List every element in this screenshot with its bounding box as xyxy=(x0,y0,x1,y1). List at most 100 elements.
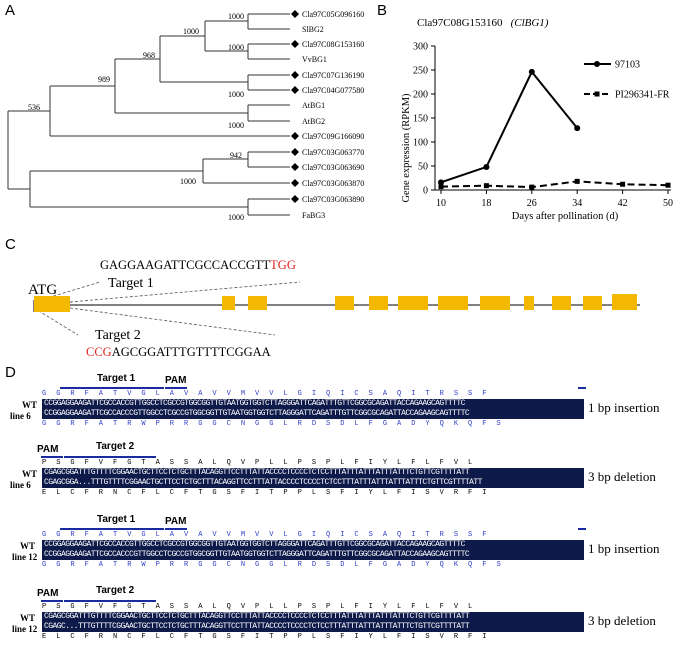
end-bar xyxy=(578,528,586,530)
target-label: Target 1 xyxy=(97,373,136,384)
exon xyxy=(335,296,354,310)
exon xyxy=(369,296,388,310)
tree-leaf-label: Cla97C04G077580 xyxy=(302,86,364,95)
gene-structure: ATG GAGGAAGATTCGCCACCGTTTGG Target 1 Tar… xyxy=(28,258,640,359)
amino-acid-row-top: P S G F V F G T A S S A L Q V P L L P S … xyxy=(42,603,476,611)
wt-sequence-row: CGAGCGGATTTGTTTTCGGAACTGCTTCCTCTGCTTTACA… xyxy=(42,468,584,478)
legend-label: PI296341-FR xyxy=(615,90,670,101)
expression-chart: Cla97C08G153160(ClBG1) Gene expression (… xyxy=(401,17,673,222)
leaf-diamond-icon xyxy=(291,195,299,203)
data-point xyxy=(483,163,490,170)
tree-leaf-label: VvBG1 xyxy=(302,55,327,64)
tree-leaf-label: FaBG3 xyxy=(302,211,325,220)
tree-leaf-label: Cla97C03G063770 xyxy=(302,148,364,157)
tree-leaf-label: Cla97C07G136190 xyxy=(302,71,364,80)
exon xyxy=(248,296,267,310)
chart-series xyxy=(438,68,671,190)
target-label: Target 2 xyxy=(96,585,135,596)
exons xyxy=(34,294,637,312)
leaf-diamond-icon xyxy=(291,40,299,48)
target2-guide-left xyxy=(33,307,79,336)
pam-label: PAM xyxy=(37,444,59,455)
data-point xyxy=(574,178,580,184)
amino-acid-row-top: P S G F V F G T A S S A L Q V P L L P S … xyxy=(42,459,476,467)
exon xyxy=(480,296,510,310)
data-point xyxy=(620,181,626,187)
legend-marker xyxy=(594,61,600,67)
leaf-diamond-icon xyxy=(291,148,299,156)
tree-branches xyxy=(7,13,290,216)
phylogenetic-tree: 1000 1000 1000 968 1000 989 1000 536 942… xyxy=(7,10,364,222)
x-axis-label: Days after pollination (d) xyxy=(512,211,619,222)
target1-seq-text: GAGGAAGATTCGCCACCGTT xyxy=(100,258,271,272)
wt-label: WT xyxy=(20,541,36,551)
line-label: line 6 xyxy=(10,480,31,490)
chart-title: Cla97C08G153160(ClBG1) xyxy=(417,17,549,29)
leaf-diamond-icon xyxy=(291,86,299,94)
target2-pam-text: CCG xyxy=(86,345,112,359)
tree-leaf-label: Cla97C08G153160 xyxy=(302,40,364,49)
exon xyxy=(438,296,468,310)
target1-guide-right xyxy=(69,281,301,303)
pam-bar xyxy=(41,600,63,602)
panel-label-b: B xyxy=(377,2,388,19)
exon xyxy=(612,294,637,310)
series-line-0 xyxy=(440,70,578,184)
pam-label: PAM xyxy=(165,516,187,527)
mutant-sequence-row: CGAGCGGA...TTTGTTTTCGGAACTGCTTCCTCTGCTTT… xyxy=(42,478,584,488)
x-tick-label: 18 xyxy=(481,198,491,209)
y-tick-label: 0 xyxy=(423,186,428,197)
bootstrap-value: 1000 xyxy=(228,121,244,130)
panel-label-c: C xyxy=(5,236,16,253)
line-label: line 12 xyxy=(12,624,38,634)
wt-label: WT xyxy=(20,613,36,623)
amino-acid-row-bottom: E L C F R N C F L C F T G S F I T P P L … xyxy=(42,489,490,497)
target2-sequence: CCGAGCGGATTTGTTTTCGGAA xyxy=(86,345,271,359)
pam-label: PAM xyxy=(165,375,187,386)
mutant-sequence-row: CCGGAGGAAGATTCGCCACCCGTTGGCCTCGCCGTGGCGG… xyxy=(42,409,584,419)
mutant-sequence-row: CGAGC...TTTGTTTTCGGAACTGCTTCCTCTGCTTTACA… xyxy=(42,622,584,632)
y-tick-label: 100 xyxy=(413,138,428,149)
data-point xyxy=(438,184,444,190)
pam-bar xyxy=(165,387,187,389)
tree-leaf-label: Cla97C03G063870 xyxy=(302,179,364,188)
target-bar xyxy=(64,600,156,602)
exon xyxy=(34,296,70,312)
bootstrap-value: 942 xyxy=(230,151,242,160)
data-point xyxy=(438,179,444,186)
line-label: line 6 xyxy=(10,411,31,421)
leaf-diamond-icon xyxy=(291,179,299,187)
exon xyxy=(398,296,428,310)
pam-bar xyxy=(165,528,187,530)
chart-title-italic: (ClBG1) xyxy=(511,17,549,29)
atg-label: ATG xyxy=(28,282,57,298)
end-bar xyxy=(578,387,586,389)
target1-pam-text: TGG xyxy=(270,258,296,272)
wt-sequence-row: CCGGAGGAAGATTCGCCACCGTTGGCCTCGCCGTGGCGGT… xyxy=(42,399,584,409)
target1-sequence: GAGGAAGATTCGCCACCGTTTGG xyxy=(100,258,296,272)
amino-acid-row-bottom: G G R F A T R W P R R G G C N G G L R D … xyxy=(42,561,504,569)
x-tick-label: 10 xyxy=(436,198,446,209)
data-point xyxy=(529,184,535,190)
bootstrap-value: 1000 xyxy=(228,213,244,222)
series-line-1 xyxy=(440,180,669,189)
leaf-diamond-icon xyxy=(291,163,299,171)
bootstrap-value: 968 xyxy=(143,51,155,60)
pam-label: PAM xyxy=(37,588,59,599)
tree-leaf-label: AtBG1 xyxy=(302,101,325,110)
tree-leaves: Cla97C05G096160SlBG2Cla97C08G153160VvBG1… xyxy=(291,10,364,220)
legend-label: 97103 xyxy=(615,60,640,71)
amino-acid-row-bottom: E L C F R N C F L C F T G S F I T P P L … xyxy=(42,633,490,641)
wt-sequence-row: CCGGAGGAAGATTCGCCACCGTTGGCCTCGCCGTGGCGGT… xyxy=(42,540,584,550)
target-bar xyxy=(60,387,164,389)
target-label: Target 1 xyxy=(97,514,136,525)
x-tick-label: 34 xyxy=(572,198,582,209)
data-point xyxy=(483,183,489,189)
y-axis-label: Gene expression (RPKM) xyxy=(401,93,412,203)
tree-leaf-label: SlBG2 xyxy=(302,25,324,34)
bootstrap-value: 536 xyxy=(28,103,40,112)
target-bar xyxy=(60,528,164,530)
bootstrap-value: 1000 xyxy=(183,27,199,36)
